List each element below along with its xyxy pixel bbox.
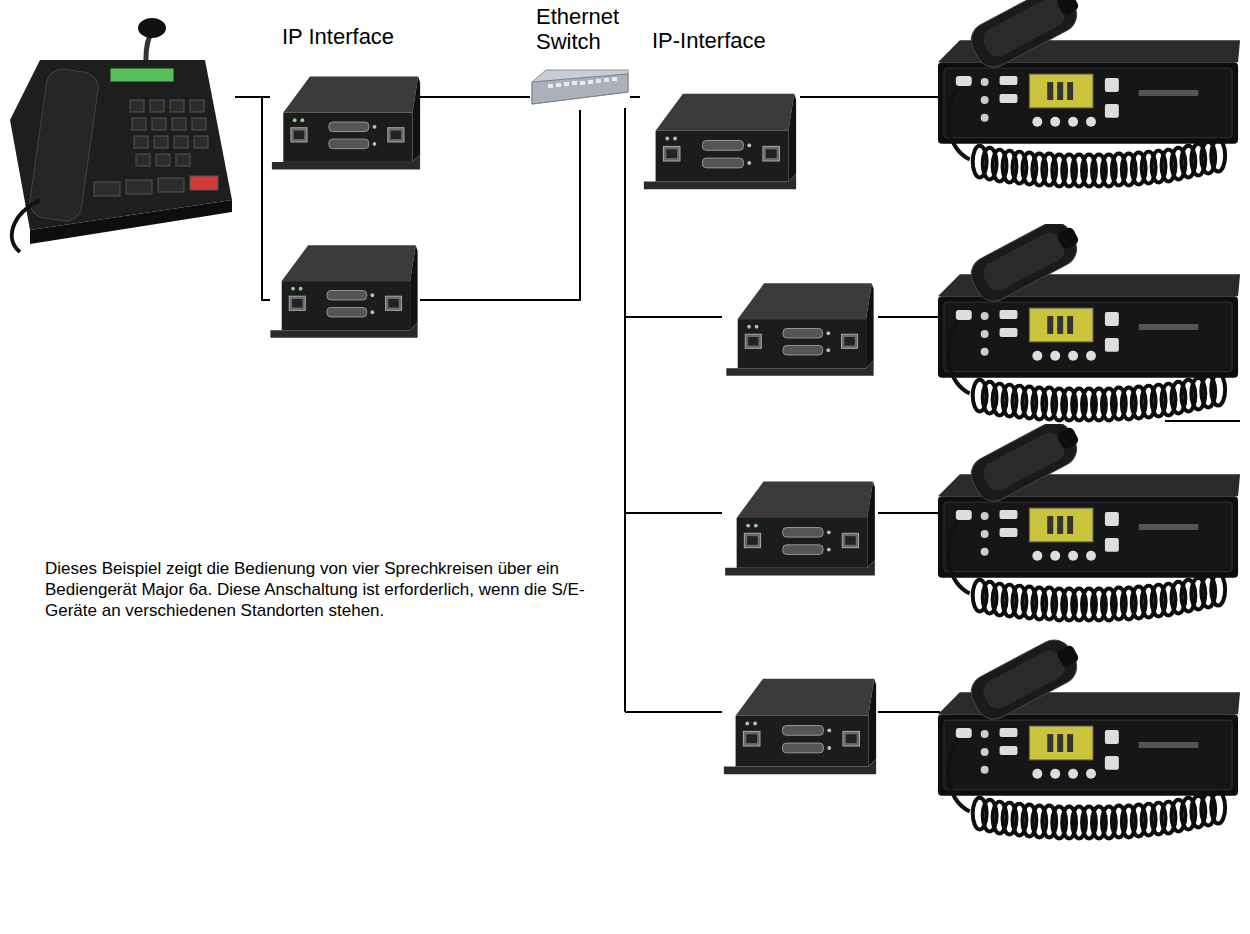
ethernet-switch [532, 70, 628, 104]
console-device [10, 18, 232, 252]
device-node: Ethernet Switch [530, 4, 630, 104]
device-node: IP Interface [270, 24, 420, 185]
radio-set [938, 214, 1240, 421]
ip-interface [724, 679, 876, 775]
radio-set [938, 632, 1240, 839]
radio-set [938, 0, 1240, 186]
cable [630, 96, 640, 98]
device-node: IP-Interface [640, 28, 800, 202]
ip-interface [726, 283, 873, 376]
ip-interface [272, 76, 420, 169]
device-label: IP-Interface [640, 28, 800, 53]
device-label: IP Interface [270, 24, 420, 49]
radio-set [938, 414, 1240, 621]
cable [420, 96, 530, 98]
ip-interface [644, 94, 796, 190]
description-text: Dieses Beispiel zeigt die Bedienung von … [45, 558, 620, 621]
ip-interface [270, 245, 417, 338]
ip-interface [725, 481, 875, 575]
device-label: Ethernet Switch [530, 4, 630, 54]
